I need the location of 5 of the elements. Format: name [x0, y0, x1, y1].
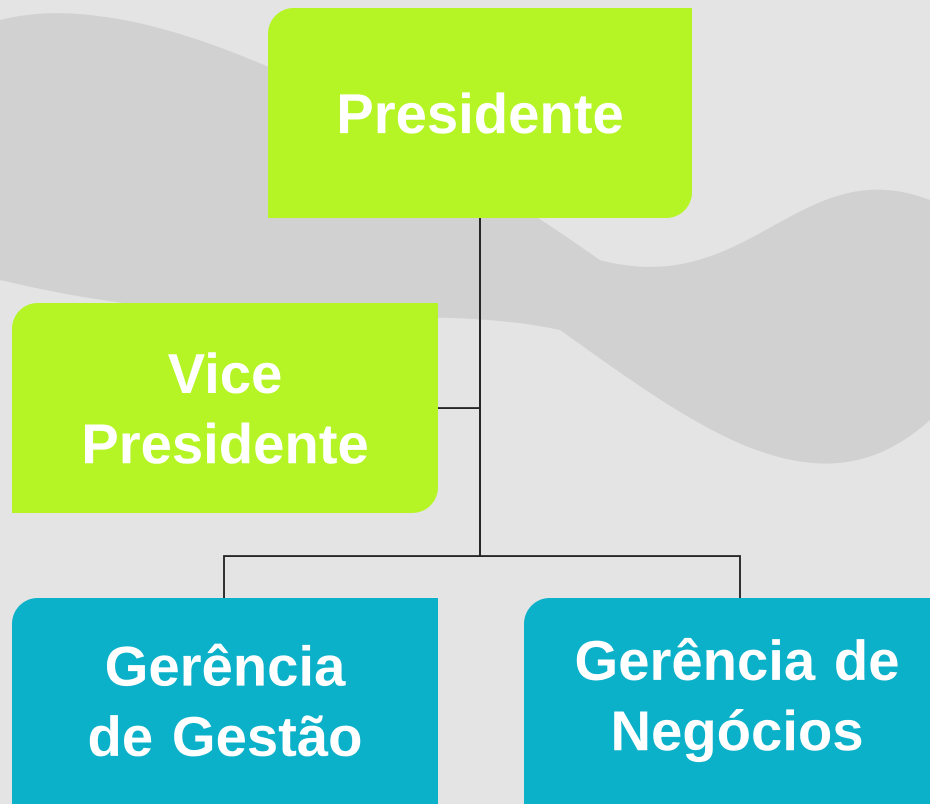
connector-line	[479, 218, 741, 598]
org-box: Presidente	[268, 8, 692, 218]
org-box: Vice Presidente	[12, 303, 438, 513]
org-box: Gerência de Negócios	[524, 598, 930, 804]
org-box: Gerência de Gestão	[12, 598, 438, 804]
